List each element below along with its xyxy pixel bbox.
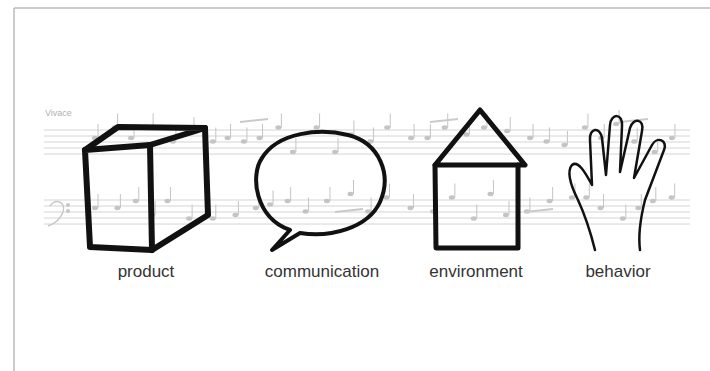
note-symbol: [367, 128, 373, 144]
staff-line: [44, 206, 690, 207]
staff-line: [44, 154, 690, 155]
beam: [240, 119, 268, 122]
beam: [335, 209, 363, 212]
note-symbol: [620, 205, 626, 221]
icon-label: communication: [265, 262, 379, 282]
note-symbol: [487, 180, 493, 196]
note-symbol: [407, 194, 413, 210]
note-symbol: [384, 114, 390, 130]
note-symbol: [669, 184, 675, 200]
note-symbol: [527, 124, 533, 140]
note-symbol: [114, 194, 120, 210]
note-symbol: [471, 205, 477, 221]
note-symbol: [267, 191, 273, 207]
note-symbol: [257, 124, 263, 140]
note-symbol: [424, 124, 430, 140]
note-symbol: [348, 180, 354, 196]
note-symbol: [582, 114, 588, 130]
note-symbol: [186, 205, 192, 221]
note-symbol: [332, 138, 338, 154]
staff-line: [44, 136, 690, 137]
speech-bubble-icon: [256, 132, 384, 250]
cube-icon: [85, 127, 208, 250]
note-symbol: [210, 128, 216, 144]
note-symbol: [547, 187, 553, 203]
tempo-marking: Vivace: [45, 108, 72, 118]
staff-line: [44, 224, 690, 225]
note-symbol: [449, 184, 455, 200]
beam: [525, 209, 553, 212]
note-symbol: [561, 131, 567, 147]
note-symbol: [133, 187, 139, 203]
note-symbol: [241, 128, 247, 144]
music-score: [44, 110, 690, 224]
bass-clef: [48, 202, 69, 226]
note-symbol: [543, 128, 549, 144]
note-symbol: [92, 124, 98, 140]
note-symbol: [669, 124, 675, 140]
note-symbol: [631, 128, 637, 144]
note-symbol: [650, 187, 656, 203]
note-symbol: [365, 198, 371, 214]
note-symbol: [504, 117, 510, 133]
icon-label: behavior: [585, 262, 650, 282]
frame-line: [14, 8, 15, 371]
note-symbol: [92, 194, 98, 210]
hand-icon: [570, 116, 665, 250]
note-symbol: [583, 184, 589, 200]
staff-line: [44, 200, 690, 201]
house-icon: [435, 110, 525, 248]
note-symbol: [324, 187, 330, 203]
note-symbol: [408, 124, 414, 140]
note-symbol: [164, 187, 170, 203]
note-symbol: [232, 201, 238, 217]
note-symbol: [503, 201, 509, 217]
note-symbol: [635, 194, 641, 210]
note-symbol: [598, 194, 604, 210]
note-symbol: [225, 124, 231, 140]
note-symbol: [290, 138, 296, 154]
note-symbol: [314, 114, 320, 130]
frame-line: [14, 8, 710, 9]
beam: [430, 119, 458, 122]
note-symbol: [285, 187, 291, 203]
icon-label: environment: [429, 262, 523, 282]
note-symbol: [303, 198, 309, 214]
note-symbol: [275, 114, 281, 130]
icon-label: product: [118, 262, 175, 282]
